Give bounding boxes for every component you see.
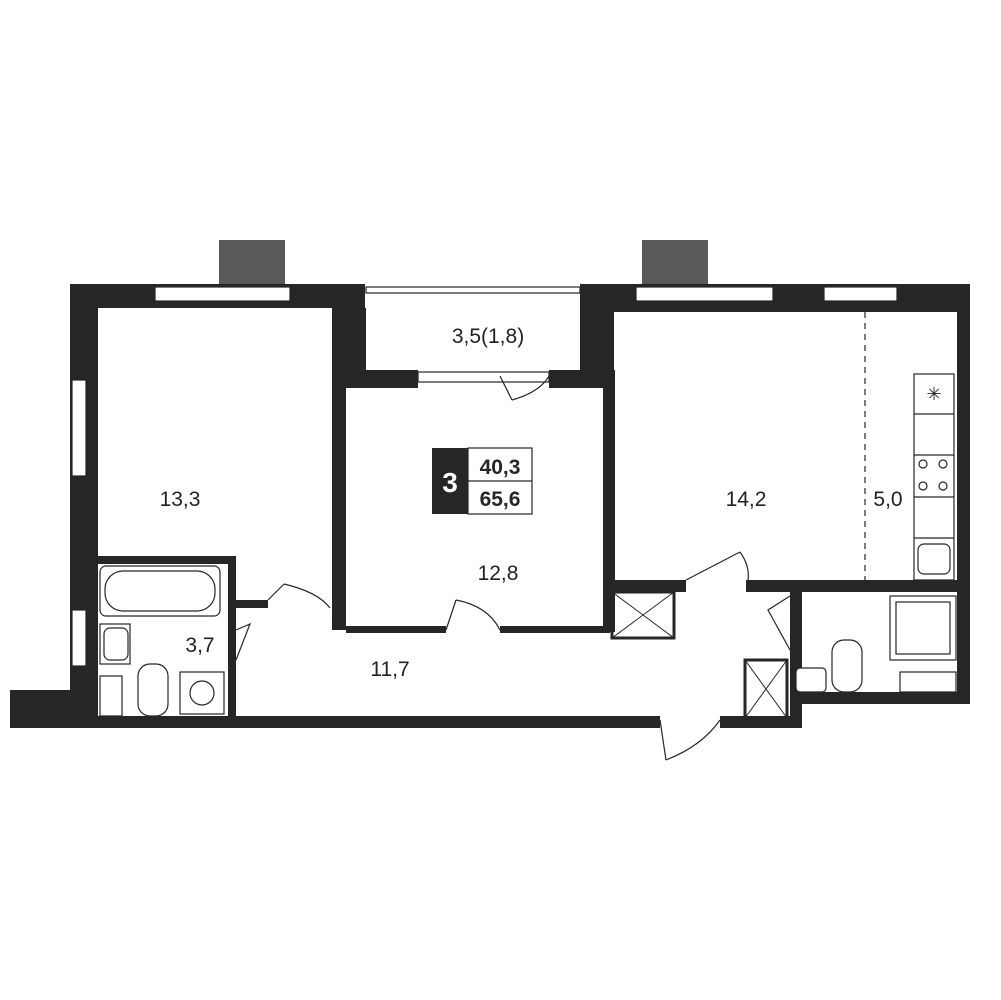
fridge-icon: ✳ <box>926 384 941 405</box>
room-area-hallway: 11,7 <box>370 658 409 681</box>
badge-total-area: 65,6 <box>480 488 521 511</box>
kitchen-counter <box>913 373 955 581</box>
exterior-walls <box>10 284 970 728</box>
doors <box>235 375 791 761</box>
room-area-balcony: 3,5(1,8) <box>452 325 524 348</box>
shaft-crosses <box>611 591 788 719</box>
room-area-bedroom-left: 13,3 <box>160 488 201 511</box>
room-area-bedroom-center: 12,8 <box>478 562 519 585</box>
radiator-right <box>642 240 708 284</box>
interior-walls <box>98 284 957 720</box>
radiator-left <box>219 240 285 284</box>
room-area-kitchen-zone: 5,0 <box>873 488 902 511</box>
badge-living-area: 40,3 <box>480 456 521 479</box>
apartment-badge: 3 40,3 65,6 <box>432 447 533 515</box>
badge-rooms-count: 3 <box>442 467 458 498</box>
bathroom-fixtures <box>99 565 957 717</box>
room-area-living-room: 14,2 <box>726 488 767 511</box>
room-area-bathroom: 3,7 <box>185 634 214 657</box>
windows <box>71 286 898 667</box>
